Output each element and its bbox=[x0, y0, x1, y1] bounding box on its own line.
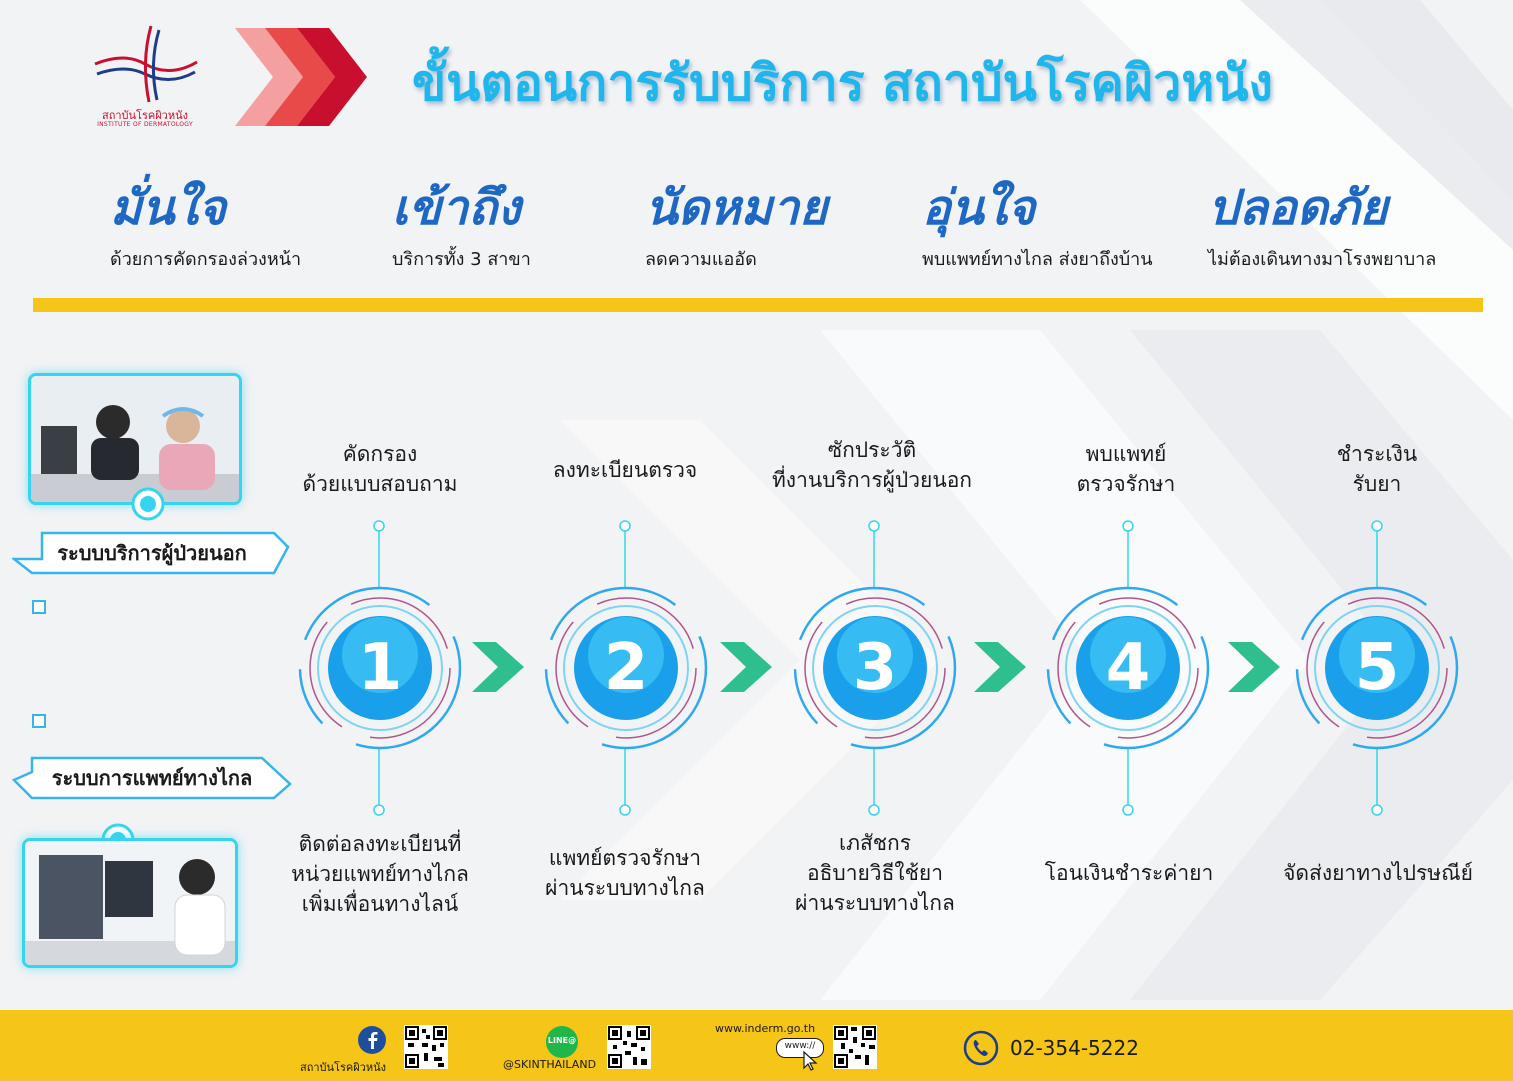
step-2-top-label: ลงทะเบียนตรวจ bbox=[552, 458, 698, 482]
step-2-circle: 2 bbox=[541, 583, 711, 753]
institute-logo: สถาบันโรคผิวหนัง INSTITUTE OF DERMATOLOG… bbox=[85, 22, 205, 137]
line-label[interactable]: @SKINTHAILAND bbox=[503, 1058, 597, 1071]
value-subtext: บริการทั้ง 3 สาขา bbox=[392, 249, 531, 270]
value-subtext: ไม่ต้องเดินทางมาโรงพยาบาล bbox=[1208, 249, 1437, 270]
value-confident: มั่นใจ ด้วยการคัดกรองล่วงหน้า bbox=[110, 178, 301, 273]
line-icon[interactable] bbox=[545, 1025, 579, 1059]
step-1-circle: 1 bbox=[295, 583, 465, 753]
step-5-circle: 5 bbox=[1292, 583, 1462, 753]
value-reassured: อุ่นใจ พบแพทย์ทางไกล ส่งยาถึงบ้าน bbox=[922, 178, 1153, 273]
outpatient-system-label: ระบบบริการผู้ป่วยนอก bbox=[57, 541, 247, 565]
step-number: 1 bbox=[357, 631, 403, 705]
outpatient-system-tag: ระบบบริการผู้ป่วยนอก bbox=[12, 527, 292, 579]
ring-node-icon bbox=[131, 487, 165, 521]
step-3-bottom-label: เภสัชกร อธิบายวิธีใช้ยา ผ่านระบบทางไกล bbox=[795, 831, 955, 915]
facebook-icon[interactable] bbox=[357, 1025, 387, 1055]
square-node-icon bbox=[32, 714, 46, 728]
arrow-right-icon bbox=[472, 642, 524, 692]
value-access: เข้าถึง บริการทั้ง 3 สาขา bbox=[392, 178, 531, 273]
cursor-icon bbox=[803, 1050, 818, 1071]
step-4-bottom-label: โอนเงินชำระค่ายา bbox=[1044, 861, 1214, 885]
arrow-right-icon bbox=[1228, 642, 1280, 692]
value-subtext: พบแพทย์ทางไกล ส่งยาถึงบ้าน bbox=[922, 249, 1153, 270]
step-4-top-label: พบแพทย์ ตรวจรักษา bbox=[1076, 442, 1176, 496]
value-heading: อุ่นใจ bbox=[922, 180, 1036, 236]
arrow-right-icon bbox=[974, 642, 1026, 692]
footer-bar bbox=[0, 1010, 1513, 1081]
value-heading: มั่นใจ bbox=[110, 180, 227, 236]
square-node-icon bbox=[32, 600, 46, 614]
step-1-top-label: คัดกรอง ด้วยแบบสอบถาม bbox=[302, 442, 458, 496]
value-subtext: ลดความแออัด bbox=[645, 249, 757, 270]
telemedicine-system-tag: ระบบการแพทย์ทางไกล bbox=[12, 752, 292, 804]
step-1-bottom-label: ติดต่อลงทะเบียนที่ หน่วยแพทย์ทางไกล เพิ่… bbox=[291, 832, 469, 916]
www-badge: www:// bbox=[784, 1041, 816, 1051]
phone-icon[interactable] bbox=[963, 1030, 999, 1066]
step-5-bottom-label: จัดส่งยาทางไปรษณีย์ bbox=[1283, 861, 1473, 885]
step-number: 4 bbox=[1105, 631, 1151, 705]
facebook-label[interactable]: สถาบันโรคผิวหนัง bbox=[300, 1061, 386, 1074]
step-3-top-label: ซักประวัติ ที่งานบริการผู้ป่วยนอก bbox=[771, 438, 973, 492]
step-number: 2 bbox=[603, 631, 649, 705]
value-subtext: ด้วยการคัดกรองล่วงหน้า bbox=[110, 249, 302, 270]
qr-code-icon bbox=[404, 1025, 448, 1069]
value-appointment: นัดหมาย ลดความแออัด bbox=[645, 178, 827, 273]
value-heading: ปลอดภัย bbox=[1208, 180, 1388, 236]
telemedicine-photo bbox=[22, 838, 238, 968]
logo-name-th: สถาบันโรคผิวหนัง bbox=[102, 109, 188, 122]
website-label[interactable]: www.inderm.go.th bbox=[715, 1022, 816, 1035]
divider-line bbox=[33, 298, 1483, 312]
step-number: 5 bbox=[1354, 631, 1400, 705]
page-title: ขั้นตอนการรับบริการ สถาบันโรคผิวหนัง bbox=[412, 54, 1273, 112]
step-2-bottom-label: แพทย์ตรวจรักษา ผ่านระบบทางไกล bbox=[545, 846, 705, 900]
line-badge: LINE@ bbox=[547, 1036, 577, 1045]
arrow-right-icon bbox=[720, 642, 772, 692]
chevron-right-icon bbox=[235, 28, 367, 126]
www-button[interactable]: www:// bbox=[776, 1038, 824, 1058]
qr-code-icon bbox=[607, 1025, 651, 1069]
value-heading: นัดหมาย bbox=[645, 180, 828, 236]
phone-number[interactable]: 02-354-5222 bbox=[1010, 1036, 1139, 1060]
logo-cross-icon bbox=[94, 25, 198, 103]
value-heading: เข้าถึง bbox=[392, 180, 521, 236]
step-number: 3 bbox=[852, 631, 898, 705]
step-3-circle: 3 bbox=[790, 583, 960, 753]
telemedicine-system-label: ระบบการแพทย์ทางไกล bbox=[51, 766, 253, 790]
qr-code-icon bbox=[833, 1025, 877, 1069]
step-4-circle: 4 bbox=[1043, 583, 1213, 753]
value-safe: ปลอดภัย ไม่ต้องเดินทางมาโรงพยาบาล bbox=[1208, 178, 1436, 273]
outpatient-photo bbox=[28, 373, 242, 505]
step-5-top-label: ชำระเงิน รับยา bbox=[1336, 442, 1418, 496]
logo-name-en: INSTITUTE OF DERMATOLOGY bbox=[97, 121, 193, 128]
